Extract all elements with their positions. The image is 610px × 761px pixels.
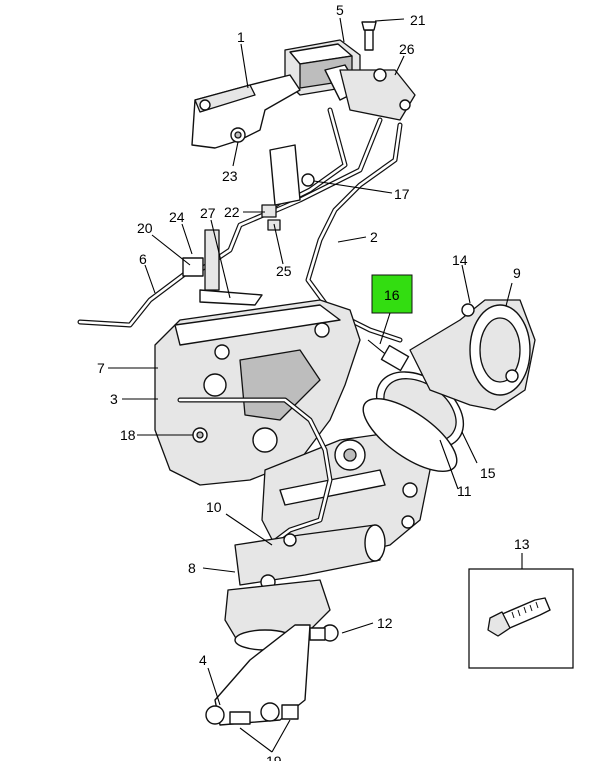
callout-23: 23	[222, 168, 238, 184]
temperature-sensor	[367, 339, 410, 372]
callout-13: 13	[514, 536, 530, 552]
callout-11: 11	[457, 483, 472, 499]
sensor-module	[284, 21, 416, 121]
callout-8: 8	[188, 560, 196, 576]
callout-3: 3	[110, 391, 118, 407]
callout-19: 19	[266, 753, 282, 761]
callout-12: 12	[377, 615, 393, 631]
callout-7: 7	[97, 360, 105, 376]
mounting-bracket	[191, 74, 301, 149]
highlight-box-16[interactable]	[371, 274, 413, 314]
callout-6: 6	[139, 251, 147, 267]
callout-9: 9	[513, 265, 521, 281]
left-tube	[77, 229, 263, 328]
callout-10: 10	[206, 499, 222, 515]
callout-26: 26	[399, 41, 415, 57]
callout-16: 16	[384, 287, 400, 303]
lower-bracket	[205, 579, 339, 726]
actuator-pipe	[177, 397, 386, 590]
leader-lines	[108, 17, 523, 753]
callout-15: 15	[480, 465, 496, 481]
callout-21: 21	[410, 12, 426, 28]
callout-25: 25	[276, 263, 292, 279]
callout-17: 17	[394, 186, 410, 202]
callout-18: 18	[120, 427, 136, 443]
callout-labels: 1 5 21 26 23 17 22 2 25 20 24 27 6 7 3 1…	[97, 2, 530, 761]
callout-14: 14	[452, 252, 468, 268]
callout-5: 5	[336, 2, 344, 18]
sensor-tubes	[197, 107, 403, 343]
callout-27: 27	[200, 205, 216, 221]
tube-bracket	[261, 144, 315, 231]
exhaust-elbow	[409, 299, 536, 411]
callout-1: 1	[237, 29, 245, 45]
callout-20: 20	[137, 220, 153, 236]
callout-24: 24	[169, 209, 185, 225]
callout-22: 22	[224, 204, 240, 220]
callout-4: 4	[199, 652, 207, 668]
bolt-detail-box	[468, 568, 574, 669]
callout-2: 2	[370, 229, 378, 245]
